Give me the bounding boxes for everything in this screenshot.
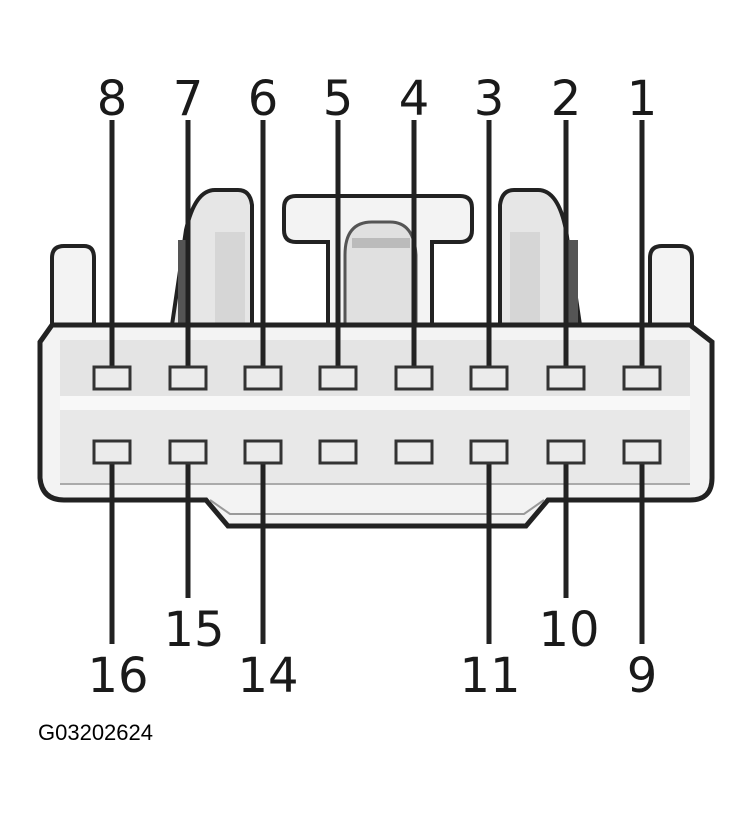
pin-label-16: 16 [87, 648, 148, 704]
right-rib-shadow [566, 240, 578, 325]
latch-ramp [343, 220, 418, 327]
bottom-key-inner-line [209, 499, 545, 515]
pin-label-14: 14 [237, 648, 298, 704]
pin-label-6: 6 [248, 71, 279, 127]
pin-wires [109, 120, 645, 644]
figure-id-label: G03202624 [38, 720, 153, 745]
terminal-pin-3 [469, 365, 509, 391]
right-latch-tab [648, 244, 694, 325]
right-rib-face [510, 232, 540, 325]
terminal-pin-bottom-3 [318, 439, 358, 465]
pin-label-15: 15 [163, 602, 224, 658]
pin-label-1: 1 [627, 71, 658, 127]
left-latch-tab [50, 244, 96, 325]
pin-label-5: 5 [323, 71, 354, 127]
terminal-pin-8 [92, 365, 132, 391]
terminal-pin-10 [546, 439, 586, 465]
upper-cavity-band [60, 340, 690, 396]
terminal-pin-bottom-4 [394, 439, 434, 465]
terminal-pin-6 [243, 365, 283, 391]
pin-label-11: 11 [459, 648, 520, 704]
pin-label-4: 4 [399, 71, 430, 127]
terminal-pin-14 [243, 439, 283, 465]
left-rib-face [215, 232, 245, 325]
lower-cavity-band [60, 410, 690, 484]
terminal-pin-5 [318, 365, 358, 391]
pin-label-9: 9 [627, 648, 658, 704]
latch-ramp-highlight [352, 238, 410, 248]
pin-terminals [92, 365, 662, 465]
mid-divider-band [60, 396, 690, 410]
terminal-pin-1 [622, 365, 662, 391]
terminal-pin-11 [469, 439, 509, 465]
terminal-pin-7 [168, 365, 208, 391]
pin-label-2: 2 [551, 71, 582, 127]
terminal-pin-4 [394, 365, 434, 391]
pin-label-3: 3 [474, 71, 505, 127]
connector-housing [37, 188, 715, 529]
terminal-pin-2 [546, 365, 586, 391]
pin-label-8: 8 [97, 71, 128, 127]
terminal-pin-9 [622, 439, 662, 465]
pin-label-7: 7 [173, 71, 204, 127]
terminal-pin-16 [92, 439, 132, 465]
pin-label-10: 10 [538, 602, 599, 658]
terminal-pin-15 [168, 439, 208, 465]
